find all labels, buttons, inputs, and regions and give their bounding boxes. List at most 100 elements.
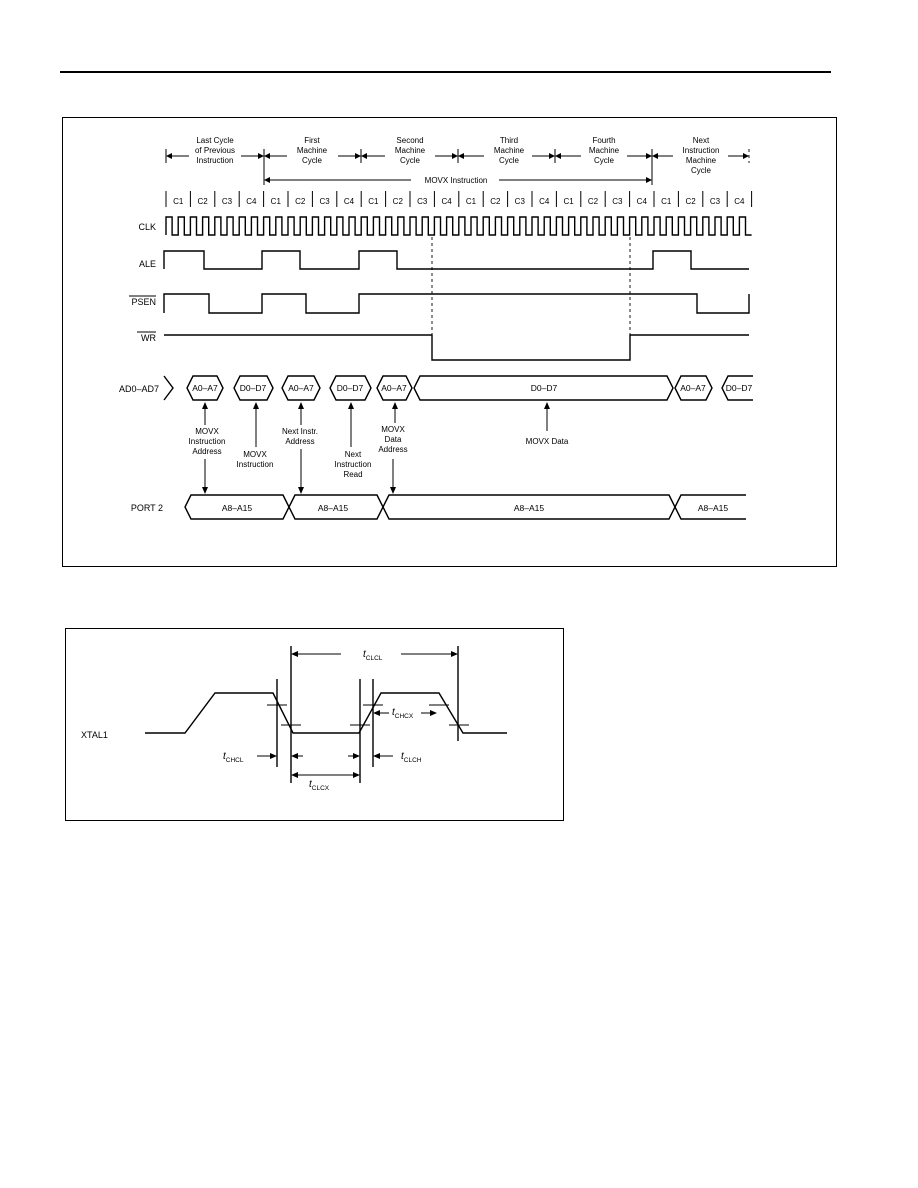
header-line: Last Cycle <box>196 136 234 145</box>
annotation-line: Next Instr. <box>282 427 318 436</box>
state-label: C2 <box>197 197 208 206</box>
state-label: C2 <box>295 197 306 206</box>
header-line: Instruction <box>197 156 234 165</box>
state-label: C1 <box>271 197 282 206</box>
tchcx-label: tCHCX <box>392 707 414 720</box>
header-line: Machine <box>297 146 328 155</box>
header-line: Cycle <box>400 156 421 165</box>
state-label: C3 <box>612 197 623 206</box>
ad-bus-segment-label: D0–D7 <box>240 383 267 393</box>
port2-label: PORT 2 <box>131 503 163 513</box>
state-label: C4 <box>246 197 257 206</box>
annotation-line: Instruction <box>189 437 226 446</box>
header-line: Cycle <box>499 156 520 165</box>
header-line: of Previous <box>195 146 235 155</box>
annotation-line: Data <box>385 435 402 444</box>
ad-bus-segment-label: D0–D7 <box>531 383 558 393</box>
ale-label: ALE <box>139 259 156 269</box>
tclcx-label: tCLCX <box>309 779 330 792</box>
header-fourth-cycle: Fourth Machine Cycle <box>589 136 620 165</box>
clk-label: CLK <box>138 222 156 232</box>
ale-waveform <box>163 250 749 270</box>
header-line: Cycle <box>302 156 323 165</box>
header-line: Cycle <box>594 156 615 165</box>
tchcl-dimension: tCHCL <box>223 751 303 764</box>
annotation-line: Address <box>192 447 221 456</box>
reference-lines <box>267 646 469 783</box>
movx-timing-diagram: Last Cycle of Previous Instruction First… <box>62 117 837 567</box>
ad-bus-segment-label: D0–D7 <box>337 383 364 393</box>
tclch-t: t <box>401 751 405 762</box>
state-label: C3 <box>710 197 721 206</box>
xtal1-waveform <box>145 692 507 734</box>
state-label: C3 <box>515 197 526 206</box>
ad-bus-segment-label: D0–D7 <box>726 383 753 393</box>
state-label: C4 <box>344 197 355 206</box>
tclcl-t: t <box>363 649 367 660</box>
ad-bus-segment-label: A0–A7 <box>381 383 407 393</box>
state-label: C4 <box>637 197 648 206</box>
header-first-cycle: First Machine Cycle <box>297 136 328 165</box>
header-line: Instruction <box>683 146 720 155</box>
tchcl-t: t <box>223 751 227 762</box>
header-second-cycle: Second Machine Cycle <box>395 136 426 165</box>
annotation-line: Address <box>378 445 407 454</box>
tclch-sub: CLCH <box>404 757 422 764</box>
annotation-line: Instruction <box>237 460 274 469</box>
state-label: C2 <box>393 197 404 206</box>
header-line: Machine <box>686 156 717 165</box>
header-line: Cycle <box>691 166 712 175</box>
annotation-line: Read <box>343 470 362 479</box>
header-line: Fourth <box>592 136 615 145</box>
state-label: C3 <box>222 197 233 206</box>
clk-waveform <box>165 216 752 236</box>
header-third-cycle: Third Machine Cycle <box>494 136 525 165</box>
ad-bus-segment-label: A0–A7 <box>192 383 218 393</box>
state-label: C1 <box>661 197 672 206</box>
wr-label: WR <box>141 333 156 343</box>
header-next-instruction-cycle: Next Instruction Machine Cycle <box>683 136 720 175</box>
header-line: Machine <box>589 146 620 155</box>
header-line: First <box>304 136 320 145</box>
ad-bus-label: AD0–AD7 <box>119 384 159 394</box>
state-label: C3 <box>319 197 330 206</box>
annotation-line: Instruction <box>335 460 372 469</box>
header-line: Machine <box>494 146 525 155</box>
tclcx-dimension: tCLCX <box>291 772 360 792</box>
wr-waveform <box>164 334 749 361</box>
tclcx-sub: CLCX <box>312 785 330 792</box>
header-line: Next <box>693 136 710 145</box>
tclcl-label: tCLCL <box>363 649 383 662</box>
header-line: Machine <box>395 146 426 155</box>
state-label: C1 <box>563 197 574 206</box>
port2-segment-label: A8–A15 <box>318 503 349 513</box>
annotation-line: Address <box>285 437 314 446</box>
psen-label: PSEN <box>131 297 156 307</box>
annotation-line: MOVX <box>381 425 405 434</box>
state-label: C1 <box>368 197 379 206</box>
header-last-cycle: Last Cycle of Previous Instruction <box>195 136 235 165</box>
annotation-line: MOVX <box>195 427 219 436</box>
tclch-dimension: tCLCH <box>348 751 422 764</box>
ad-bus-segment-label: A0–A7 <box>680 383 706 393</box>
state-label: C2 <box>588 197 599 206</box>
tchcl-sub: CHCL <box>226 757 244 764</box>
state-label: C1 <box>466 197 477 206</box>
xtal1-label: XTAL1 <box>81 730 108 740</box>
tclch-label: tCLCH <box>401 751 422 764</box>
state-label: C1 <box>173 197 184 206</box>
psen-waveform <box>163 293 750 314</box>
annotation-line: MOVX Data <box>526 437 569 446</box>
tchcx-dimension: tCHCX <box>373 707 437 720</box>
tclcx-t: t <box>309 779 313 790</box>
ad-bus: A0–A7 D0–D7 A0–A7 D0–D7 A0–A7 D0–D7 A0–A… <box>163 375 753 401</box>
port2-segment-label: A8–A15 <box>698 503 729 513</box>
movx-instruction-label: MOVX Instruction <box>425 176 488 185</box>
port2-segment-label: A8–A15 <box>222 503 253 513</box>
port2-segment-label: A8–A15 <box>514 503 545 513</box>
page-header-rule <box>60 71 831 73</box>
port2-bus: A8–A15 A8–A15 A8–A15 A8–A15 <box>184 494 746 520</box>
tchcx-sub: CHCX <box>395 713 414 720</box>
header-line: Third <box>500 136 518 145</box>
